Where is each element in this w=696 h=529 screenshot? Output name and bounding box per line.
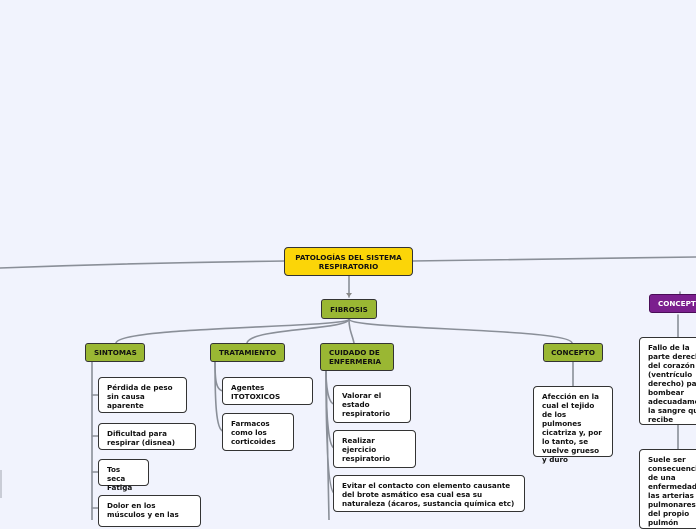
cuidado-item[interactable]: Valorar el estado respiratorio xyxy=(333,385,411,423)
fibrosis-label: FIBROSIS xyxy=(330,304,368,314)
concepto-item[interactable]: Afección en la cual el tejido de los pul… xyxy=(533,386,613,464)
root-arrow-icon xyxy=(346,293,352,297)
concepto-label: CONCEPTO xyxy=(551,348,595,357)
sintomas-label: SINTOMAS xyxy=(94,348,137,357)
tratamiento-item[interactable]: Farmacos como los corticoides xyxy=(222,413,294,451)
tratamiento-item[interactable]: Agentes ITOTOXICOS xyxy=(222,377,313,405)
tratamiento-item-text: Agentes ITOTOXICOS xyxy=(231,383,281,401)
edge-root-right xyxy=(411,256,696,262)
sintomas-item[interactable]: Tos seca Fatiga xyxy=(98,459,149,492)
concepto-right-label: CONCEPTO xyxy=(658,299,696,308)
sintomas-item-text: Dolor en los músculos y en las xyxy=(107,501,179,519)
concepto-item-text: Afección en la cual el tejido de los pul… xyxy=(542,392,602,464)
sintomas-item-text: Pérdida de peso sin causa aparente xyxy=(107,383,173,410)
edge-fibrosis-sintomas xyxy=(115,318,350,344)
right-item-text: Suele ser consecuencia de una enfermedad… xyxy=(648,455,696,527)
tratamiento-label: TRATAMIENTO xyxy=(219,348,277,357)
cuidado-item-text: Valorar el estado respiratorio xyxy=(342,391,391,418)
edge-fibrosis-tratamiento xyxy=(246,318,350,344)
sintomas-item[interactable]: Dificultad para respirar (disnea) xyxy=(98,423,196,450)
sintomas-item[interactable]: Dolor en los músculos y en las xyxy=(98,495,201,527)
tratamiento-item-text: Farmacos como los corticoides xyxy=(231,419,276,446)
cuidado-item-text: Realizar ejercicio respiratorio xyxy=(342,436,391,463)
cuidado-item[interactable]: Realizar ejercicio respiratorio xyxy=(333,430,416,468)
right-item[interactable]: Fallo de la parte derecha del corazón (v… xyxy=(639,337,696,425)
cuidado-item-text: Evitar el contacto con elemento causante… xyxy=(342,481,515,508)
edge-fibrosis-concepto xyxy=(348,318,573,344)
cuidado-node[interactable]: CUIDADO DE ENFERMERIA xyxy=(320,343,394,371)
sintomas-item-text: Dificultad para respirar (disnea) xyxy=(107,429,176,447)
edge-root-left xyxy=(0,260,286,269)
sintomas-item-text: Tos seca Fatiga xyxy=(107,465,133,492)
edge-fibrosis-cuidado xyxy=(348,318,355,344)
cuidado-label: CUIDADO DE ENFERMERIA xyxy=(329,348,382,366)
fibrosis-node[interactable]: FIBROSIS xyxy=(321,299,377,319)
right-item[interactable]: Suele ser consecuencia de una enfermedad… xyxy=(639,449,696,529)
tratamiento-node[interactable]: TRATAMIENTO xyxy=(210,343,285,362)
concepto-node[interactable]: CONCEPTO xyxy=(543,343,603,362)
concepto-right-node[interactable]: CONCEPTO xyxy=(649,294,696,313)
sintomas-node[interactable]: SINTOMAS xyxy=(85,343,145,362)
root-label: PATOLOGÍAS DEL SISTEMA RESPIRATORIO xyxy=(295,252,402,271)
root-node[interactable]: PATOLOGÍAS DEL SISTEMA RESPIRATORIO xyxy=(284,247,413,276)
right-item-text: Fallo de la parte derecha del corazón (v… xyxy=(648,343,696,424)
cuidado-item[interactable]: Evitar el contacto con elemento causante… xyxy=(333,475,525,512)
sintomas-item[interactable]: Pérdida de peso sin causa aparente xyxy=(98,377,187,413)
